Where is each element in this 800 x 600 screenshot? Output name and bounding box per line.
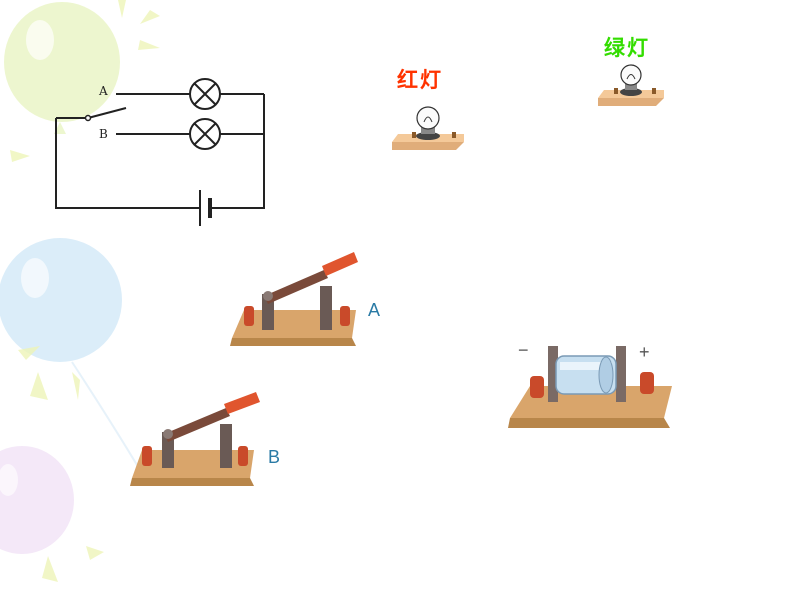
battery-symbol [199,190,212,226]
switch-blade [87,107,127,119]
knife-switch-a[interactable] [230,252,358,346]
circuit-label-a: A [99,84,108,98]
red-bulb-component[interactable] [392,106,464,150]
green-light-label: 绿灯 [604,35,650,60]
switch-b-label: B [268,447,281,467]
red-light-label: 红灯 [397,67,443,92]
knife-switch-b[interactable] [130,392,260,486]
wire-left [55,118,200,209]
switch-a-label: A [368,300,381,320]
battery-plus-label: + [639,342,650,362]
balloon-blue [0,238,141,471]
lamp-symbol-a [189,78,221,110]
sparkle-rays [10,0,160,582]
battery-minus-label: − [518,340,529,360]
switch-pivot [84,114,92,122]
green-bulb-component[interactable] [598,64,664,106]
balloon-yellow-green [4,2,120,134]
balloon-purple [0,446,74,554]
battery-component[interactable] [508,346,672,428]
circuit-label-b: B [99,127,108,141]
wire-bottom-right [210,94,265,209]
lamp-symbol-b [189,118,221,150]
